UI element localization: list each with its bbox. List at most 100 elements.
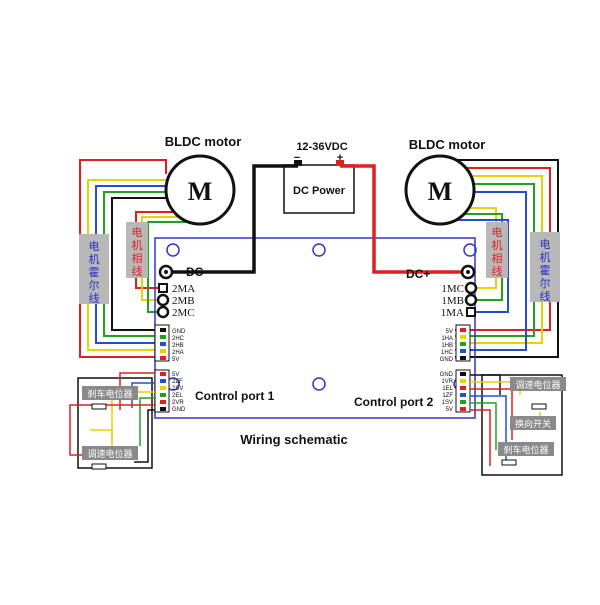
left-motor-symbol: M (188, 177, 213, 206)
right-motor-symbol: M (428, 177, 453, 206)
right-ctrl-pin-1: 1VR (441, 379, 453, 385)
dc-plus-terminal (460, 264, 476, 280)
dc-plus-label: DC+ (406, 267, 430, 281)
right-phase-a: 1MA (441, 307, 464, 319)
dc-minus-label: DC- (186, 265, 207, 279)
phase-left-text: 电机相线 (132, 226, 143, 278)
right-ctrl-pin-4: 1SV (442, 400, 453, 406)
left-phase-b: 2MB (172, 295, 195, 307)
connector-pin (460, 400, 466, 404)
diagram-caption: Wiring schematic (240, 432, 348, 447)
left-brake-pot: 刹车电位器 (82, 386, 138, 410)
right-speed-pot-label: 调速电位器 (515, 379, 560, 390)
power-plus-sign: + (337, 152, 343, 164)
connector-pin (160, 349, 166, 353)
connector-pin (460, 349, 466, 353)
right-hall-label: 电机霍尔线 (530, 232, 560, 303)
left-phase-terminals: 2MA 2MB 2MC (156, 283, 195, 319)
left-phase-a: 2MA (172, 283, 195, 295)
power-box (283, 164, 355, 214)
left-pot-block (69, 372, 155, 469)
dc-minus-terminal (158, 264, 174, 280)
right-motor: BLDC motor M (404, 137, 486, 226)
connector-pin (160, 407, 166, 411)
left-motor: BLDC motor M (164, 134, 242, 226)
power-label: DC Power (293, 185, 346, 197)
connector-pin (460, 386, 466, 390)
right-hall-wire-blue (455, 191, 527, 351)
hall-left-text: 电机霍尔线 (89, 240, 100, 305)
left-motor-title: BLDC motor (165, 134, 242, 149)
connector-pin (460, 335, 466, 339)
left-hall-pin-2: 2HB (172, 343, 184, 349)
right-hall-pin-2: 1HB (441, 343, 453, 349)
power-supply: 12-36VDC − + DC Power (283, 141, 355, 214)
control-port-1-label: Control port 1 (195, 389, 275, 403)
right-pot-block (470, 374, 563, 476)
power-voltage: 12-36VDC (296, 141, 347, 153)
dc-plus-wire (340, 164, 468, 274)
left-hall-pin-1: 2HC (172, 336, 185, 342)
right-brake-pot: 刹车电位器 (498, 442, 554, 466)
right-hall-pin-4: GND (440, 357, 454, 363)
connector-pin (160, 379, 166, 383)
left-hall-pin-3: 2HA (172, 350, 184, 356)
connector-pin (160, 335, 166, 339)
connector-pin (160, 356, 166, 360)
left-speed-pot: 调速电位器 (82, 446, 138, 470)
right-phase-terminals: 1MC 1MB 1MA (441, 281, 478, 319)
hall-right-text: 电机霍尔线 (540, 238, 551, 303)
connector-pin (460, 372, 466, 376)
power-minus-sign: − (294, 152, 300, 164)
left-ctrl-pin-2: 2SV (172, 386, 183, 392)
left-phase-c: 2MC (172, 307, 195, 319)
right-hall-pin-1: 1HA (441, 336, 453, 342)
right-ctrl-pin-0: GND (440, 372, 454, 378)
left-speed-pot-label: 调速电位器 (87, 448, 132, 459)
left-hall-pin-4: 5V (172, 357, 179, 363)
right-motor-title: BLDC motor (409, 137, 486, 152)
left-hall-wire-black (111, 197, 178, 331)
reverse-switch-label: 换向开关 (515, 418, 551, 429)
mounting-holes (166, 243, 477, 391)
left-hall-pin-0: GND (172, 329, 186, 335)
right-hall-pin-3: 1HC (441, 350, 454, 356)
right-ctrl-pin-3: 1ZF (442, 393, 453, 399)
connector-pin (460, 342, 466, 346)
dc-minus-wire (168, 164, 298, 274)
left-hall-label: 电机霍尔线 (79, 234, 109, 305)
left-ctrl-pin-1: 2ZF (172, 379, 183, 385)
connector-pin (160, 328, 166, 332)
left-ctrl-pin-0: 5V (172, 372, 179, 378)
left-ctrl-pin-5: GND (172, 407, 186, 413)
connector-pin (160, 342, 166, 346)
right-hall-pin-0: 5V (446, 329, 453, 335)
right-speed-pot: 调速电位器 (510, 377, 566, 410)
connector-pin (460, 356, 466, 360)
connector-pin (460, 407, 466, 411)
left-ctrl-pin-4: 2VR (172, 400, 184, 406)
connector-pin (160, 400, 166, 404)
connector-pin (460, 379, 466, 383)
control-port-2-label: Control port 2 (354, 395, 434, 409)
left-brake-pot-label: 刹车电位器 (87, 388, 132, 399)
pin-labels: GND2HC2HB2HA5V5V2ZF2SV2EL2VRGND5V1HA1HB1… (160, 328, 466, 413)
reverse-switch: 换向开关 (510, 416, 556, 430)
right-phase-c: 1MC (441, 283, 464, 295)
left-phase-label: 电机相线 (126, 222, 148, 278)
right-phase-b: 1MB (441, 295, 464, 307)
right-phase-label: 电机相线 (486, 222, 508, 278)
right-ctrl-pin-5: 5V (446, 407, 453, 413)
right-ctrl-pin-2: 1EL (442, 386, 453, 392)
connector-pin (160, 386, 166, 390)
phase-right-text: 电机相线 (492, 226, 503, 278)
connector-pin (460, 328, 466, 332)
connector-pin (160, 393, 166, 397)
right-brake-pot-label: 刹车电位器 (503, 444, 548, 455)
connector-pin (460, 393, 466, 397)
left-ctrl-pin-3: 2EL (172, 393, 183, 399)
left-hall-wire-red (79, 159, 167, 358)
connector-pin (160, 372, 166, 376)
